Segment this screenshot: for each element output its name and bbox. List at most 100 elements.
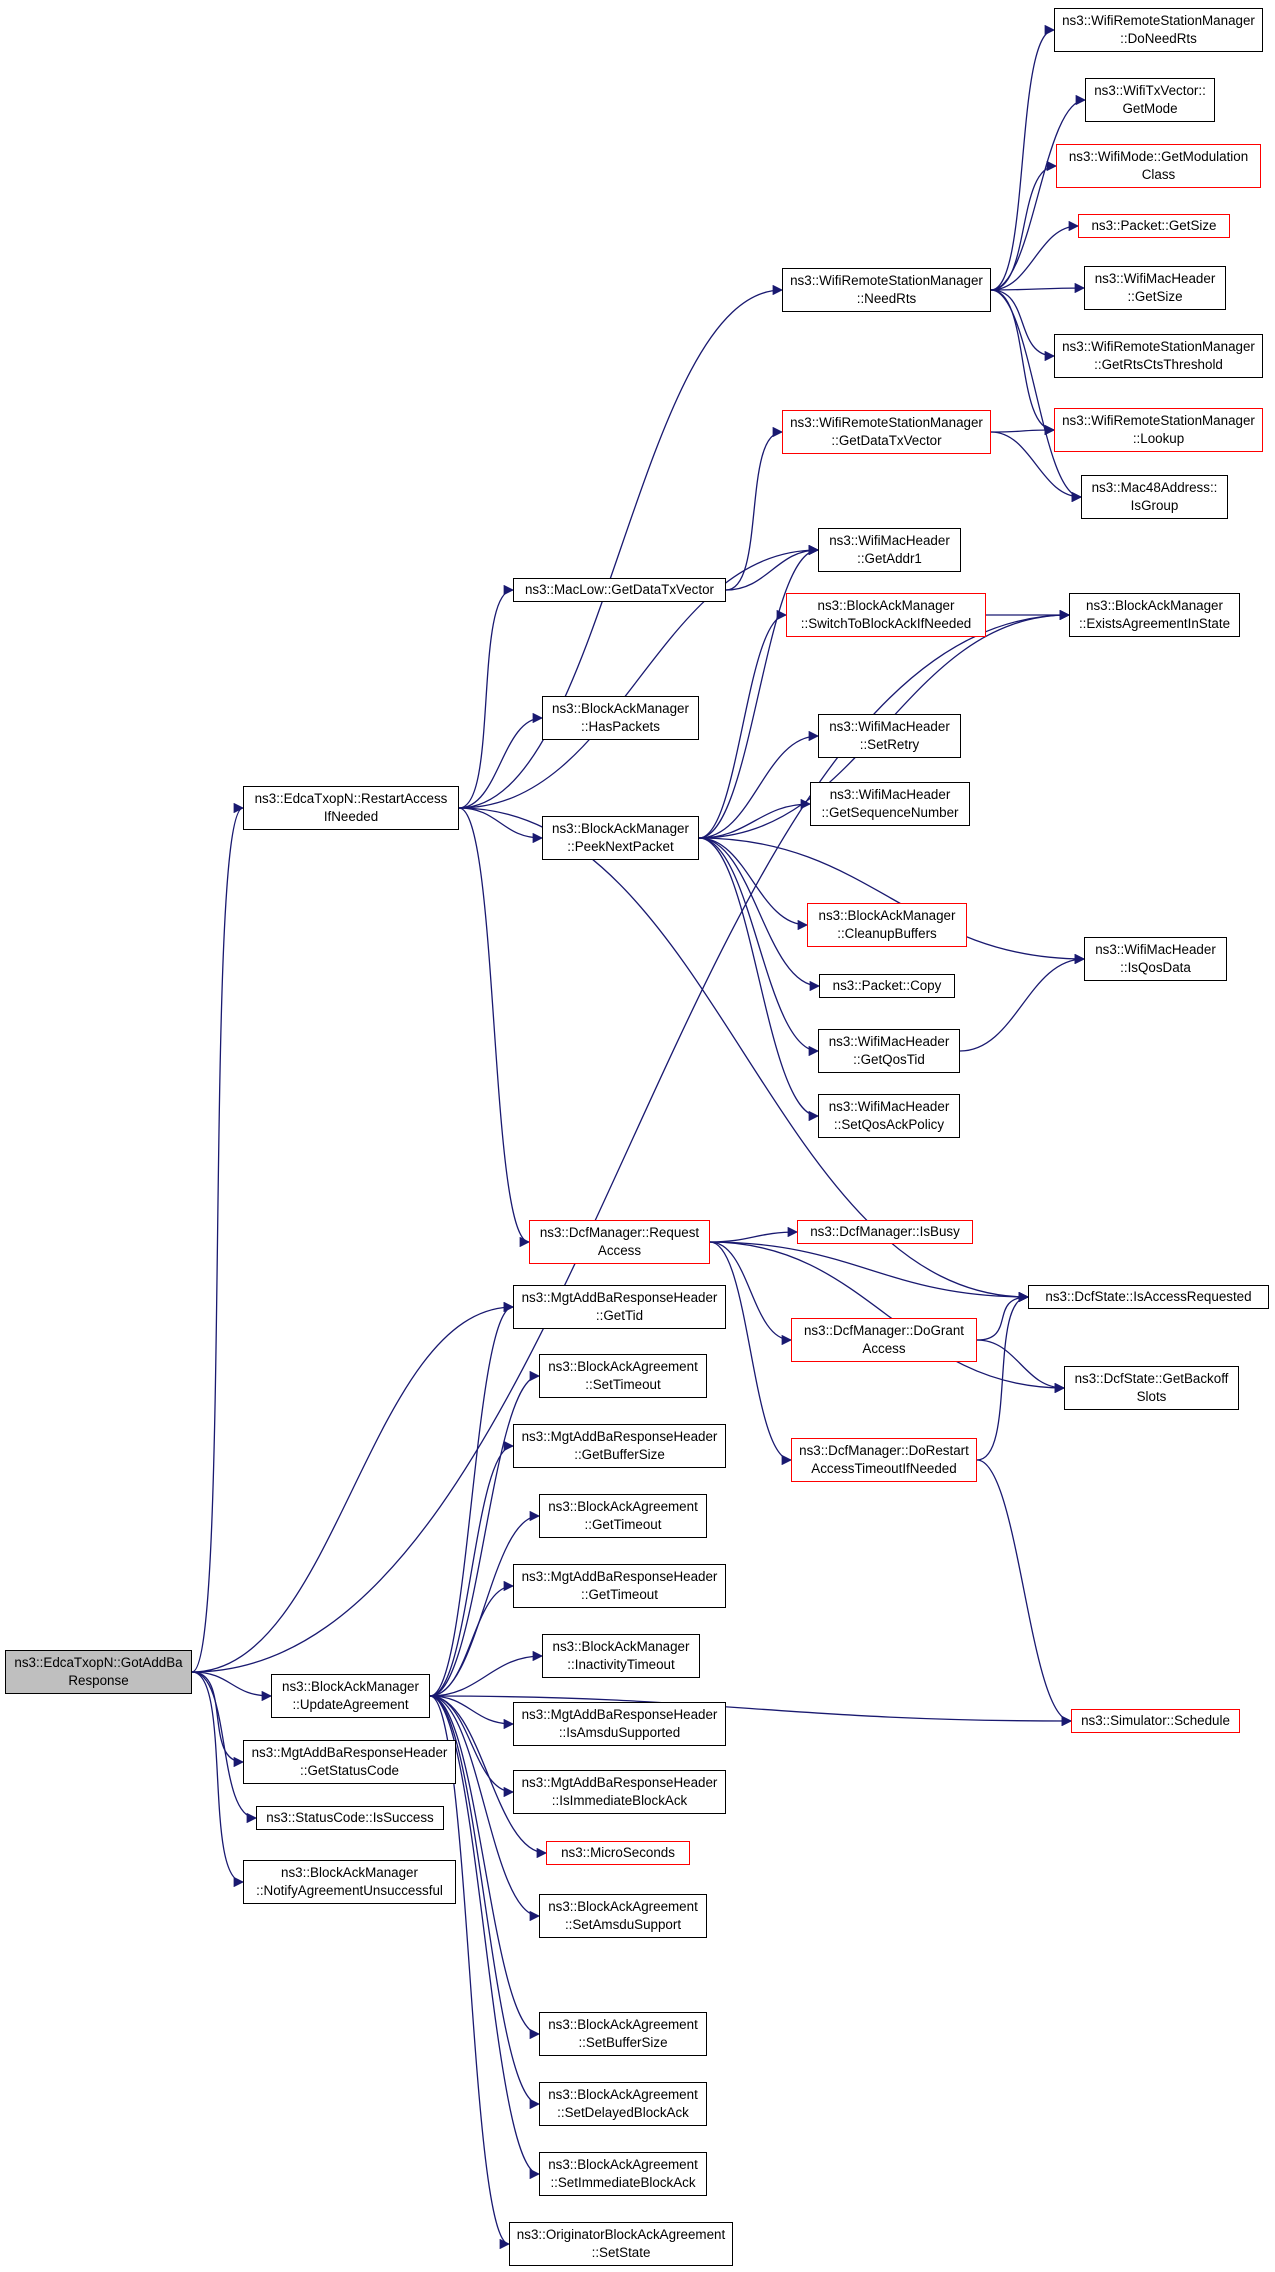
node-label-line: ::InactivityTimeout: [567, 1657, 675, 1672]
node-label-line: ::SetBufferSize: [578, 2035, 668, 2050]
node-label-line: ::GetSize: [1127, 289, 1183, 304]
node-switch-to-block-ack[interactable]: ns3::BlockAckManager::SwitchToBlockAckIf…: [786, 593, 986, 637]
node-mgt-get-status-code[interactable]: ns3::MgtAddBaResponseHeader::GetStatusCo…: [243, 1740, 456, 1784]
node-is-qos-data[interactable]: ns3::WifiMacHeader::IsQosData: [1084, 937, 1227, 981]
edge-do-grant-access-to-get-backoff-slots: [976, 1339, 1066, 1394]
node-dcf-is-busy[interactable]: ns3::DcfManager::IsBusy: [797, 1220, 973, 1244]
node-set-immediate-block-ack[interactable]: ns3::BlockAckAgreement::SetImmediateBloc…: [539, 2152, 707, 2196]
node-label-line: GetMode: [1122, 101, 1178, 116]
node-label-line: IsGroup: [1130, 498, 1179, 513]
node-label-line: ns3::OriginatorBlockAckAgreement: [516, 2227, 726, 2242]
node-label-line: ns3::BlockAckManager: [282, 1679, 419, 1694]
node-label-line: ns3::BlockAckManager: [818, 908, 956, 923]
edge-got-add-ba-response-to-status-code-is-success: [191, 1671, 258, 1824]
edge-get-data-tx-vector-rsm-to-rsm-lookup: [990, 424, 1056, 436]
node-agreement-get-timeout[interactable]: ns3::BlockAckAgreement::GetTimeout: [539, 1494, 707, 1538]
node-label-line: ::GetAddr1: [857, 551, 922, 566]
node-label-line: ::UpdateAgreement: [292, 1697, 409, 1712]
node-label-line: ::SetState: [591, 2245, 651, 2260]
node-set-buffer-size[interactable]: ns3::BlockAckAgreement::SetBufferSize: [539, 2012, 707, 2056]
node-label-line: ns3::WifiMacHeader: [829, 719, 950, 734]
node-get-rts-cts-threshold[interactable]: ns3::WifiRemoteStationManager::GetRtsCts…: [1054, 334, 1263, 378]
node-is-access-requested[interactable]: ns3::DcfState::IsAccessRequested: [1028, 1285, 1269, 1309]
node-label-line: ns3::BlockAckManager: [552, 701, 689, 716]
edge-do-restart-access-timeout-to-is-access-requested: [976, 1291, 1030, 1461]
node-label-line: Slots: [1136, 1389, 1167, 1404]
node-label-line: ns3::WifiMacHeader: [829, 787, 951, 802]
node-mac-header-get-size[interactable]: ns3::WifiMacHeader::GetSize: [1084, 266, 1226, 310]
node-has-packets[interactable]: ns3::BlockAckManager::HasPackets: [542, 696, 699, 740]
node-rsm-lookup[interactable]: ns3::WifiRemoteStationManager::Lookup: [1054, 408, 1263, 452]
edge-restart-access-if-needed-to-dcf-request-access: [458, 807, 531, 1248]
node-mgt-get-timeout[interactable]: ns3::MgtAddBaResponseHeader::GetTimeout: [513, 1564, 726, 1608]
node-micro-seconds[interactable]: ns3::MicroSeconds: [546, 1841, 690, 1865]
node-notify-agreement-unsuccessful[interactable]: ns3::BlockAckManager::NotifyAgreementUns…: [243, 1860, 456, 1904]
edge-restart-access-if-needed-to-need-rts: [458, 284, 784, 809]
node-originator-set-state[interactable]: ns3::OriginatorBlockAckAgreement::SetSta…: [509, 2222, 733, 2266]
node-get-qos-tid[interactable]: ns3::WifiMacHeader::GetQosTid: [818, 1029, 960, 1073]
node-is-immediate-block-ack[interactable]: ns3::MgtAddBaResponseHeader::IsImmediate…: [513, 1770, 726, 1814]
node-status-code-is-success[interactable]: ns3::StatusCode::IsSuccess: [256, 1806, 444, 1830]
edge-restart-access-if-needed-to-maclow-get-data-tx-vector: [458, 584, 515, 809]
node-simulator-schedule[interactable]: ns3::Simulator::Schedule: [1071, 1709, 1240, 1733]
node-set-qos-ack-policy[interactable]: ns3::WifiMacHeader::SetQosAckPolicy: [818, 1094, 960, 1138]
node-label-line: ::GetRtsCtsThreshold: [1094, 357, 1223, 372]
node-cleanup-buffers[interactable]: ns3::BlockAckManager::CleanupBuffers: [807, 903, 967, 947]
node-label-line: Access: [862, 1341, 906, 1356]
node-packet-get-size[interactable]: ns3::Packet::GetSize: [1078, 214, 1230, 238]
node-label-line: ::GetStatusCode: [300, 1763, 399, 1778]
node-tx-vector-get-mode[interactable]: ns3::WifiTxVector::GetMode: [1085, 78, 1215, 122]
edge-dcf-request-access-to-do-grant-access: [709, 1241, 793, 1346]
node-update-agreement[interactable]: ns3::BlockAckManager::UpdateAgreement: [271, 1674, 430, 1718]
edge-update-agreement-to-set-buffer-size: [429, 1695, 541, 2040]
node-label-line: ::GetSequenceNumber: [821, 805, 959, 820]
edge-need-rts-to-get-modulation-class: [990, 160, 1058, 291]
node-get-addr1[interactable]: ns3::WifiMacHeader::GetAddr1: [818, 528, 961, 572]
node-label-line: ::NotifyAgreementUnsuccessful: [256, 1883, 443, 1898]
node-set-timeout[interactable]: ns3::BlockAckAgreement::SetTimeout: [539, 1354, 707, 1398]
node-label-line: ns3::MicroSeconds: [561, 1845, 675, 1860]
edge-update-agreement-to-set-amsdu-support: [429, 1695, 541, 1922]
edge-peek-next-packet-to-set-retry: [698, 730, 820, 839]
node-set-delayed-block-ack[interactable]: ns3::BlockAckAgreement::SetDelayedBlockA…: [539, 2082, 707, 2126]
edge-restart-access-if-needed-to-peek-next-packet: [458, 807, 544, 844]
node-label-line: ns3::DcfManager::DoRestart: [799, 1443, 969, 1458]
node-get-data-tx-vector-rsm[interactable]: ns3::WifiRemoteStationManager::GetDataTx…: [782, 410, 991, 454]
node-do-need-rts[interactable]: ns3::WifiRemoteStationManager::DoNeedRts: [1054, 8, 1263, 52]
node-label-line: ns3::WifiMacHeader: [1095, 942, 1216, 957]
edge-update-agreement-to-originator-set-state: [429, 1695, 511, 2250]
node-label-line: ns3::WifiMacHeader: [828, 1099, 950, 1114]
edge-need-rts-to-packet-get-size: [990, 220, 1080, 291]
edge-update-agreement-to-mgt-get-timeout: [429, 1580, 515, 1697]
edge-dcf-request-access-to-do-restart-access-timeout: [709, 1241, 793, 1466]
node-set-amsdu-support[interactable]: ns3::BlockAckAgreement::SetAmsduSupport: [539, 1894, 707, 1938]
edge-got-add-ba-response-to-restart-access-if-needed: [191, 803, 245, 1673]
node-set-retry[interactable]: ns3::WifiMacHeader::SetRetry: [818, 714, 961, 758]
node-mac48-is-group[interactable]: ns3::Mac48Address::IsGroup: [1081, 475, 1228, 519]
edge-do-restart-access-timeout-to-simulator-schedule: [976, 1459, 1073, 1727]
node-get-buffer-size[interactable]: ns3::MgtAddBaResponseHeader::GetBufferSi…: [513, 1424, 726, 1468]
node-get-sequence-number[interactable]: ns3::WifiMacHeader::GetSequenceNumber: [810, 782, 970, 826]
node-need-rts[interactable]: ns3::WifiRemoteStationManager::NeedRts: [782, 268, 991, 312]
node-label-line: ns3::MgtAddBaResponseHeader: [251, 1745, 448, 1760]
node-label-line: ::Lookup: [1132, 431, 1185, 446]
node-packet-copy[interactable]: ns3::Packet::Copy: [819, 974, 955, 998]
node-exists-agreement-in-state[interactable]: ns3::BlockAckManager::ExistsAgreementInS…: [1069, 593, 1240, 637]
edge-update-agreement-to-inactivity-timeout: [429, 1650, 544, 1697]
node-label-line: ns3::WifiRemoteStationManager: [790, 273, 983, 288]
node-label-line: ns3::BlockAckAgreement: [548, 1499, 698, 1514]
node-inactivity-timeout[interactable]: ns3::BlockAckManager::InactivityTimeout: [542, 1634, 700, 1678]
node-peek-next-packet[interactable]: ns3::BlockAckManager::PeekNextPacket: [542, 816, 699, 860]
edge-update-agreement-to-set-delayed-block-ack: [429, 1695, 541, 2110]
node-is-amsdu-supported[interactable]: ns3::MgtAddBaResponseHeader::IsAmsduSupp…: [513, 1702, 726, 1746]
node-maclow-get-data-tx-vector[interactable]: ns3::MacLow::GetDataTxVector: [513, 578, 726, 602]
node-mgt-get-tid[interactable]: ns3::MgtAddBaResponseHeader::GetTid: [513, 1285, 726, 1329]
